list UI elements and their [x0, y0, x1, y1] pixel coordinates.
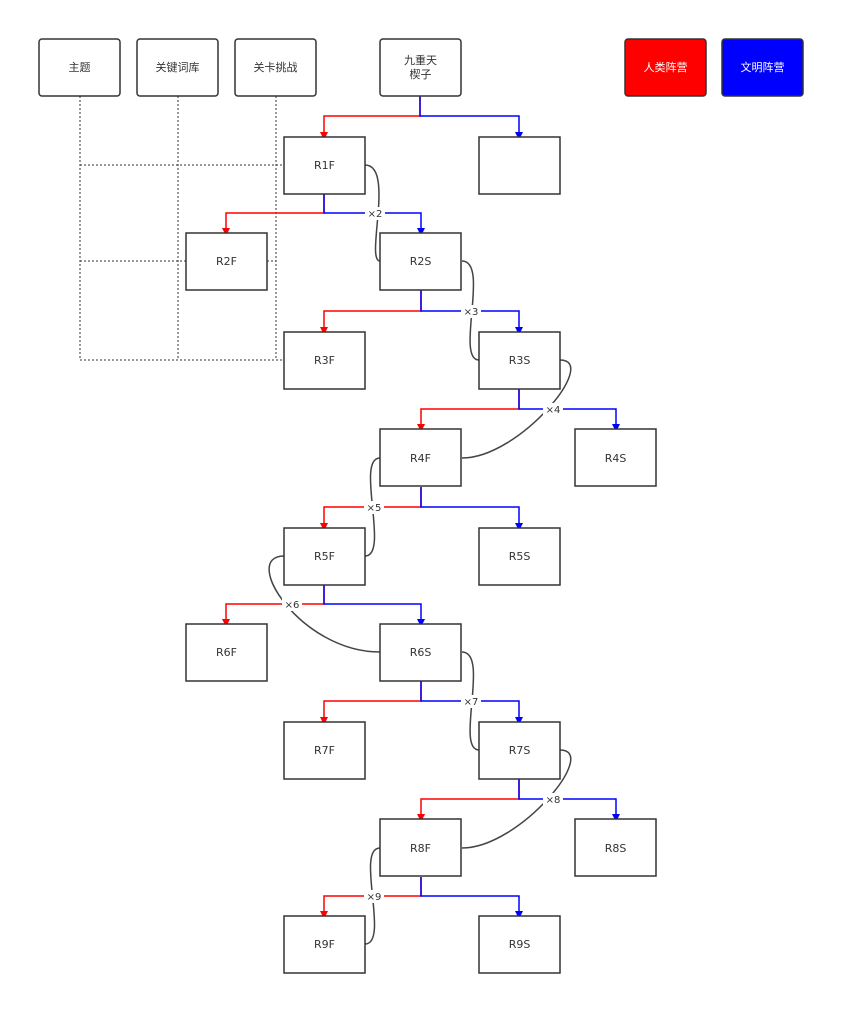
edge-r2s-r3f — [320, 290, 422, 335]
header-box-theme[interactable]: 主题 — [38, 38, 121, 97]
node-r6f[interactable]: R6F — [185, 623, 268, 682]
legend-human-camp-label: 人类阵营 — [644, 60, 688, 74]
legend-human-camp[interactable]: 人类阵营 — [624, 38, 707, 97]
edge-r7s-r8s — [518, 779, 620, 822]
node-r5f-label: R5F — [314, 550, 335, 563]
multiplier-label: ×9 — [364, 890, 384, 903]
header-box-keywords-label: 关键词库 — [156, 60, 200, 74]
node-r7f-label: R7F — [314, 744, 335, 757]
root-node-title: 九重天 — [404, 53, 437, 67]
node-r5s-label: R5S — [509, 550, 531, 563]
node-r5s[interactable]: R5S — [478, 527, 561, 586]
multiplier-x4: ×4 — [546, 405, 561, 416]
node-r7s[interactable]: R7S — [478, 721, 561, 780]
node-r4s[interactable]: R4S — [574, 428, 657, 487]
multiplier-label: ×4 — [543, 403, 563, 416]
multiplier-label: ×8 — [543, 793, 563, 806]
node-r7f[interactable]: R7F — [283, 721, 366, 780]
root-node-subtitle: 楔子 — [410, 68, 432, 81]
edge-r8f-r9s — [420, 877, 523, 919]
node-r3f-label: R3F — [314, 354, 335, 367]
node-r1s[interactable] — [478, 136, 561, 195]
edge-r3s-r4f — [417, 389, 520, 432]
multiplier-x7: ×7 — [464, 697, 479, 708]
multiplier-labels: ×2 ×3 ×4 ×5 ×6 ×7 ×8 ×9 — [282, 207, 563, 903]
story-nodes: R1F R2F R2S R3F R3S R4F R4S R5F R5S R6F … — [185, 136, 657, 974]
multiplier-label: ×6 — [282, 598, 302, 611]
node-r2f[interactable]: R2F — [185, 232, 268, 291]
multiplier-label: ×3 — [461, 305, 481, 318]
multiplier-label: ×7 — [461, 695, 481, 708]
multiplier-label: ×2 — [365, 207, 385, 220]
node-r1f[interactable]: R1F — [283, 136, 366, 195]
node-r6s-label: R6S — [410, 646, 432, 659]
node-r4f[interactable]: R4F — [379, 428, 462, 487]
header-box-keywords[interactable]: 关键词库 — [136, 38, 219, 97]
node-r3s[interactable]: R3S — [478, 331, 561, 390]
node-r7s-label: R7S — [509, 744, 531, 757]
multiplier-x9: ×9 — [367, 892, 382, 903]
multiplier-x3: ×3 — [464, 307, 479, 318]
node-r6f-label: R6F — [216, 646, 237, 659]
node-r4s-label: R4S — [605, 452, 627, 465]
legend-civilization-camp-label: 文明阵营 — [741, 60, 785, 74]
node-r2s[interactable]: R2S — [379, 232, 462, 291]
node-r5f[interactable]: R5F — [283, 527, 366, 586]
node-r9f[interactable]: R9F — [283, 915, 366, 974]
header-boxes: 主题 关键词库 关卡挑战 九重天 楔子 — [38, 38, 462, 97]
node-r9s[interactable]: R9S — [478, 915, 561, 974]
multiplier-x2: ×2 — [368, 209, 383, 220]
node-r8f-label: R8F — [410, 842, 431, 855]
node-r2f-label: R2F — [216, 255, 237, 268]
multiplier-x5: ×5 — [367, 503, 382, 514]
edge-root-r1f — [320, 96, 421, 140]
multiplier-x6: ×6 — [285, 600, 300, 611]
edge-root-r1s — [419, 96, 523, 140]
node-r9f-label: R9F — [314, 938, 335, 951]
node-r8f[interactable]: R8F — [379, 818, 462, 877]
header-box-challenge-label: 关卡挑战 — [254, 60, 298, 74]
root-node[interactable]: 九重天 楔子 — [379, 38, 462, 97]
node-r1f-label: R1F — [314, 159, 335, 172]
header-box-theme-label: 主题 — [69, 61, 91, 74]
legend: 人类阵营 文明阵营 — [624, 38, 804, 97]
edge-r5f-r6s — [323, 585, 425, 627]
node-r3f[interactable]: R3F — [283, 331, 366, 390]
legend-civilization-camp[interactable]: 文明阵营 — [721, 38, 804, 97]
node-r8s-label: R8S — [605, 842, 627, 855]
multiplier-x8: ×8 — [546, 795, 561, 806]
node-r3s-label: R3S — [509, 354, 531, 367]
branch-connectors — [222, 96, 620, 919]
dotted-connectors — [79, 96, 284, 361]
edge-r5f-r6f — [222, 585, 325, 627]
edge-r1f-r2f — [222, 194, 325, 236]
edge-r4f-r5s — [420, 487, 523, 531]
node-r9s-label: R9S — [509, 938, 531, 951]
node-r6s[interactable]: R6S — [379, 623, 462, 682]
node-r8s[interactable]: R8S — [574, 818, 657, 877]
header-box-challenge[interactable]: 关卡挑战 — [234, 38, 317, 97]
node-r4f-label: R4F — [410, 452, 431, 465]
edge-r7s-r8f — [417, 779, 520, 822]
edge-r6s-r7f — [320, 681, 422, 725]
node-r2s-label: R2S — [410, 255, 432, 268]
multiplier-label: ×5 — [364, 501, 384, 514]
edge-r3s-r4s — [518, 389, 620, 432]
